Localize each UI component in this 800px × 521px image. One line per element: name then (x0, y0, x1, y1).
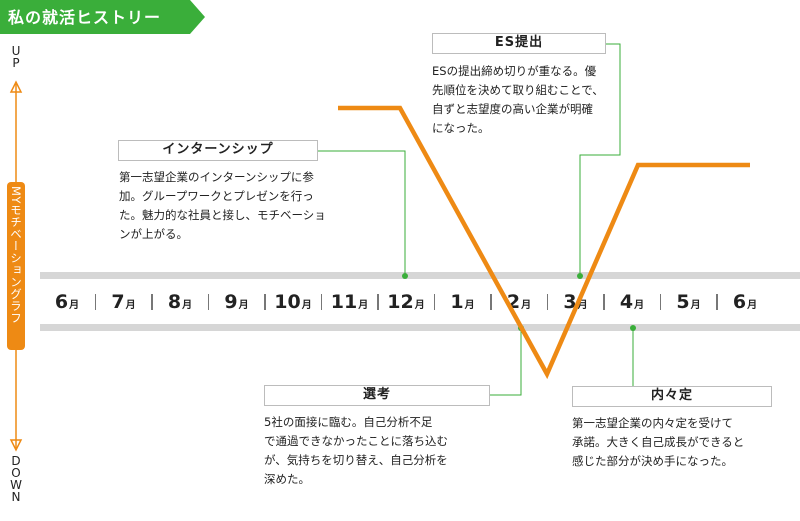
month-separator (546, 294, 548, 310)
month-separator (490, 294, 492, 310)
month-label: 10月 (265, 291, 321, 313)
timeline-band-bottom (40, 324, 800, 331)
month-unit: 月 (747, 300, 758, 311)
axis-letter: P (12, 56, 20, 70)
month-unit: 月 (69, 300, 80, 311)
event-internship-desc: 第一志望企業のインターンシップに参加。グループワークとプレゼンを行っ た。魅力的… (119, 170, 326, 241)
month-separator (207, 294, 209, 310)
month-unit: 月 (521, 300, 532, 311)
month-separator (320, 294, 322, 310)
axis-letter: O (11, 466, 21, 480)
month-separator (659, 294, 661, 310)
connector-internship (318, 150, 406, 276)
month-label: 11月 (322, 291, 378, 313)
month-separator (603, 294, 605, 310)
motivation-line (338, 105, 750, 380)
event-es-title: ES提出 (432, 33, 606, 54)
axis-up-arrow-icon (9, 80, 23, 93)
month-unit: 月 (238, 300, 249, 311)
event-selection-title: 選考 (264, 385, 490, 406)
month-unit: 月 (182, 300, 193, 311)
month-label: 12月 (378, 291, 434, 313)
month-number: 5 (676, 291, 690, 313)
axis-down-arrow-icon (9, 439, 23, 452)
month-label: 8月 (152, 291, 208, 313)
month-label: 9月 (209, 291, 265, 313)
month-number: 7 (111, 291, 125, 313)
month-label: 3月 (548, 291, 604, 313)
month-number: 1 (450, 291, 464, 313)
month-number: 12 (387, 291, 414, 313)
month-number: 10 (274, 291, 301, 313)
title-banner (0, 0, 205, 34)
month-number: 9 (224, 291, 238, 313)
month-unit: 月 (414, 300, 425, 311)
month-number: 4 (619, 291, 634, 313)
timeline-band-top (40, 272, 800, 279)
month-label: 7月 (96, 291, 152, 313)
month-number: 3 (563, 291, 577, 313)
month-separator (94, 294, 96, 310)
axis-letter: N (11, 490, 21, 504)
motivation-axis-label: MYモチベーショングラフ (9, 186, 23, 324)
connector-selection (490, 328, 522, 396)
month-unit: 月 (634, 300, 645, 311)
event-offer-desc: 第一志望企業の内々定を受けて承諾。大きく自己成長ができると 感じた部分が決め手に… (572, 416, 745, 468)
marker-es (577, 273, 583, 279)
month-separator (433, 294, 435, 310)
month-label: 6月 (717, 291, 773, 313)
month-separator (151, 294, 153, 310)
marker-offer (630, 325, 636, 331)
month-unit: 月 (125, 300, 136, 311)
month-separator (716, 294, 718, 310)
month-label: 1月 (435, 291, 491, 313)
motivation-axis-label-bg (7, 182, 25, 350)
month-unit: 月 (577, 300, 588, 311)
month-number: 6 (54, 291, 69, 313)
axis-letter: U (11, 44, 21, 58)
axis-letter: D (11, 454, 21, 468)
month-label: 5月 (661, 291, 717, 313)
month-unit: 月 (464, 300, 475, 311)
month-label: 4月 (604, 291, 660, 313)
month-separator (377, 294, 379, 310)
event-selection-desc: 5社の面接に臨む。自己分析不足で通過できなかったことに落ち込む が、気持ちを切り… (264, 415, 448, 486)
event-es-desc: ESの提出締め切りが重なる。優先順位を決めて取り組むことで、 自ずと志望度の高い… (432, 64, 604, 135)
month-unit: 月 (690, 300, 701, 311)
event-offer-title: 内々定 (572, 386, 772, 407)
month-number: 8 (167, 291, 182, 313)
month-unit: 月 (358, 300, 369, 311)
connector-es (579, 43, 621, 276)
month-number: 6 (732, 291, 747, 313)
month-label: 6月 (39, 291, 95, 313)
axis-letter: W (10, 478, 22, 492)
month-number: 11 (330, 291, 358, 313)
month-separator (264, 294, 266, 310)
motivation-axis (9, 80, 23, 452)
event-internship-title: インターンシップ (118, 140, 318, 161)
month-unit: 月 (301, 300, 312, 311)
marker-internship (402, 273, 408, 279)
page-title: 私の就活ヒストリー (8, 8, 162, 27)
